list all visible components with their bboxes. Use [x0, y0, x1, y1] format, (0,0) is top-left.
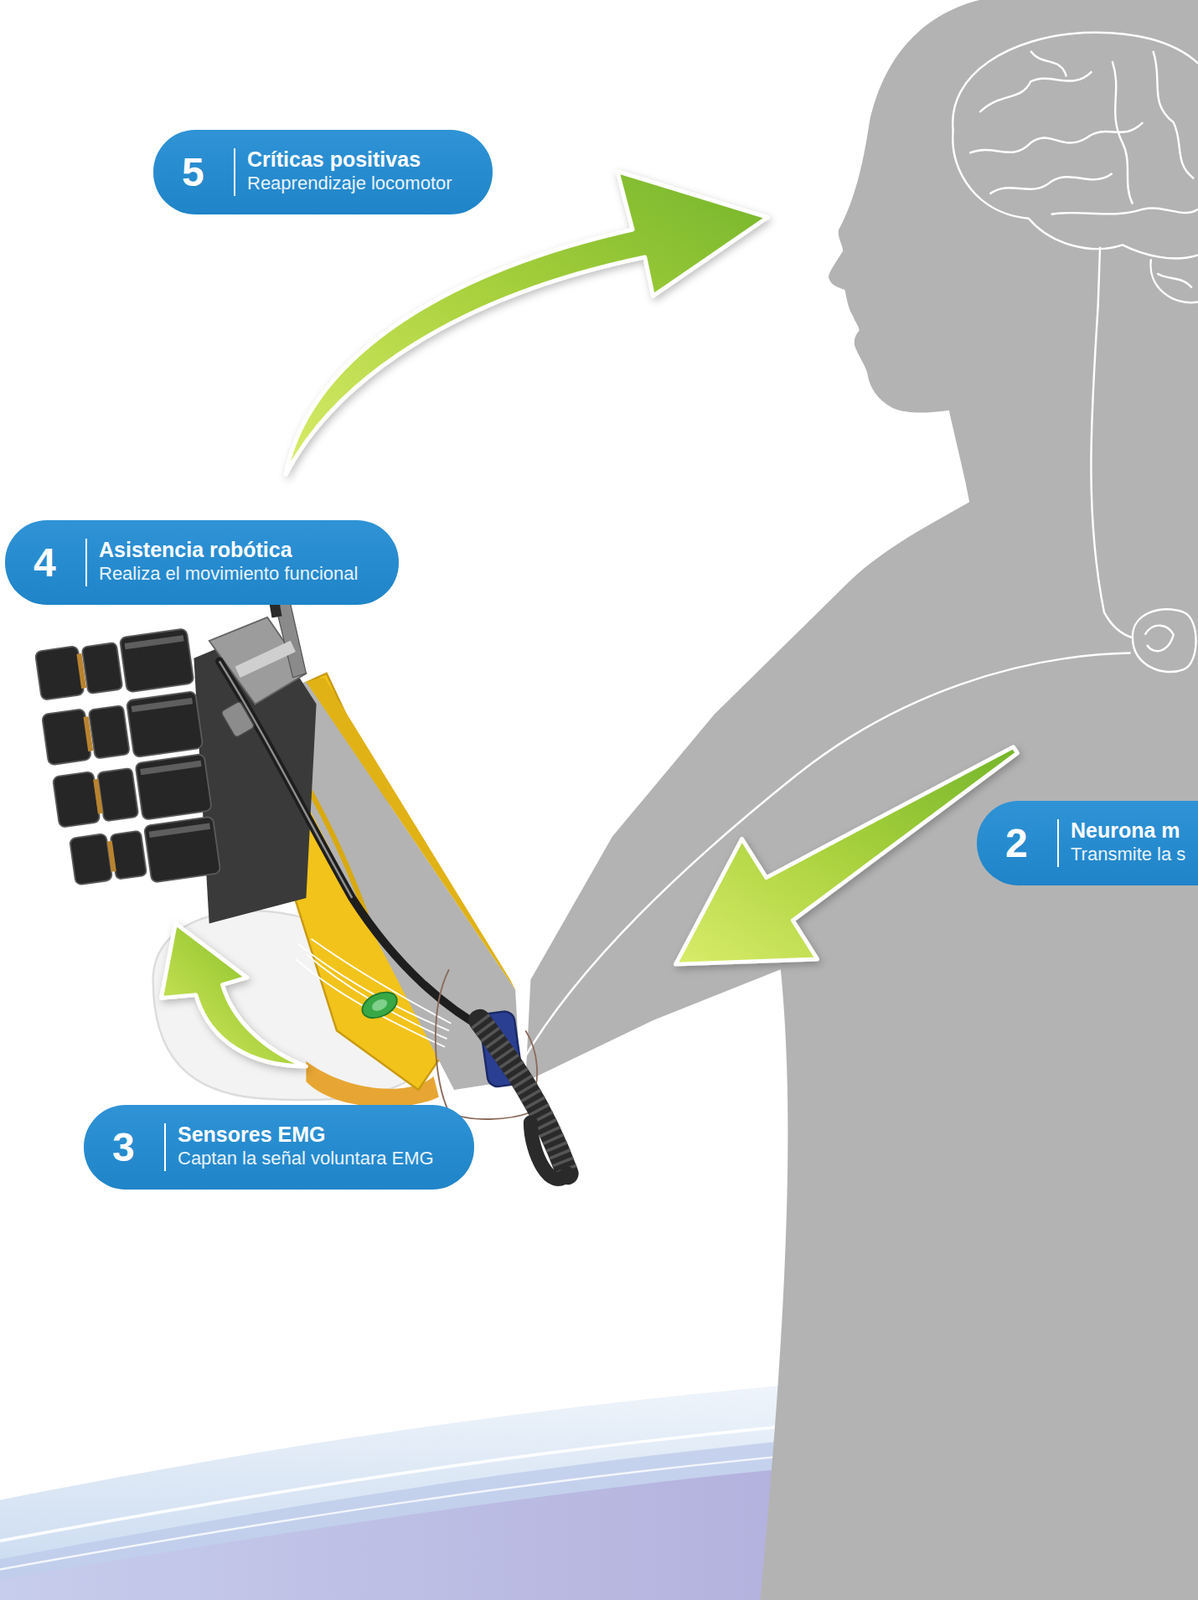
finger-actuators-part-part [97, 768, 139, 822]
nerve-path-part [1132, 609, 1197, 672]
robotic-hand-orthosis-part [370, 996, 390, 1013]
pill-divider [233, 148, 236, 197]
callout-pill: 4 Asistencia robóticaRealiza el movimient… [5, 520, 399, 605]
finger-actuators-part-part [134, 753, 212, 821]
finger-actuators-part-part [139, 760, 202, 775]
sensor-arrow [160, 923, 306, 1067]
finger-actuators-part-part [88, 705, 130, 760]
finger-actuators-part-part [126, 691, 204, 758]
finger-actuators-part [122, 635, 211, 838]
robotic-hand-orthosis-part [479, 1020, 568, 1174]
callout-number: 3 [112, 1105, 135, 1190]
emg-sensor [358, 986, 402, 1023]
finger-actuators-part-part [131, 697, 193, 713]
pill-divider [85, 538, 88, 587]
step-heading: Críticas positivas [247, 146, 421, 172]
brain-outline-part [1112, 61, 1133, 205]
signal-arrow [675, 747, 1018, 965]
nerve-path-part [1145, 625, 1174, 652]
finger-actuators [32, 628, 221, 895]
step-description: Reaprendizaje locomotor [247, 171, 453, 196]
robotic-hand-orthosis-part [435, 969, 532, 1120]
finger-actuators-part-part [107, 841, 117, 873]
callout-number: 5 [181, 129, 205, 215]
emg-electrode-leads-part [305, 954, 447, 1039]
finger-actuators-part [32, 628, 221, 895]
callout-number: 2 [1005, 800, 1028, 886]
step-heading: Asistencia robótica [98, 537, 293, 563]
brain-outline-part [952, 32, 1198, 259]
finger-actuators-part-part [82, 716, 93, 752]
step-heading: Neurona m [1070, 817, 1181, 843]
pill-text-column: Neurona mTransmite la s [1070, 817, 1186, 867]
finger-actuators-part [74, 652, 117, 873]
robotic-hand-orthosis-part [305, 677, 516, 991]
pill-divider [164, 1123, 166, 1172]
finger-actuators-part-part [119, 628, 195, 692]
callout-pill: 3 Sensores EMGCaptan la señal voluntara E… [83, 1105, 475, 1190]
robotic-hand-orthosis-part [479, 1020, 568, 1174]
emg-electrode-leads-part [295, 959, 445, 1048]
robotic-hand-orthosis [32, 570, 568, 1179]
step-description: Captan la señal voluntara EMG [177, 1146, 434, 1171]
nerve-path-part [1090, 247, 1133, 639]
robotic-hand-orthosis-part [219, 660, 352, 899]
emg-electrode-leads-part [311, 939, 452, 1024]
pill-text-column: Asistencia robóticaRealiza el movimiento… [98, 537, 358, 586]
finger-actuators-part-part [69, 833, 113, 886]
brain-outline-part [1051, 207, 1198, 214]
brain-outline-part [1156, 273, 1192, 288]
brain-outline-part [1030, 51, 1067, 77]
feedback-arrow [285, 171, 768, 476]
hand-frame-part [234, 640, 295, 678]
brain-outline-part [1150, 258, 1198, 303]
finger-actuators-part-part [124, 635, 185, 650]
finger-actuators-part-part [52, 771, 101, 828]
pill-text-column: Críticas positivasReaprendizaje locomoto… [247, 146, 453, 196]
finger-actuators-part-part [76, 653, 87, 689]
callout-pill: 5 Críticas positivasReaprendizaje locomot… [153, 129, 493, 215]
finger-actuators-part-part [82, 642, 124, 694]
finger-actuators-part-part [110, 831, 148, 880]
finger-actuators-part-part [35, 645, 85, 701]
callout-number: 4 [33, 520, 57, 605]
emg-electrode-leads [295, 939, 451, 1048]
nerve-path [522, 247, 1197, 1062]
robotic-hand-orthosis-part [219, 660, 488, 1031]
step-description: Realiza el movimiento funcional [98, 562, 358, 586]
brain-outline-part [979, 71, 1092, 113]
step-heading: Sensores EMG [177, 1121, 326, 1147]
callout-pill: 2 Neurona mTransmite la s [976, 800, 1198, 886]
robotic-hand-orthosis-part [220, 700, 255, 739]
pill-text-column: Sensores EMGCaptan la señal voluntara EM… [177, 1121, 434, 1171]
brain-outline-part [990, 173, 1113, 194]
finger-actuators-part-part [149, 823, 211, 838]
finger-actuators-part-part [92, 779, 104, 815]
brain-outline [952, 32, 1198, 304]
finger-actuators-part-part [144, 816, 222, 884]
pill-divider [1057, 819, 1059, 868]
step-description: Transmite la s [1070, 842, 1186, 867]
green-arrows [160, 171, 1018, 1067]
robotic-hand-orthosis-part [530, 1122, 568, 1179]
brain-outline-part [1152, 51, 1194, 179]
emg-electrode-leads-part [298, 944, 450, 1032]
